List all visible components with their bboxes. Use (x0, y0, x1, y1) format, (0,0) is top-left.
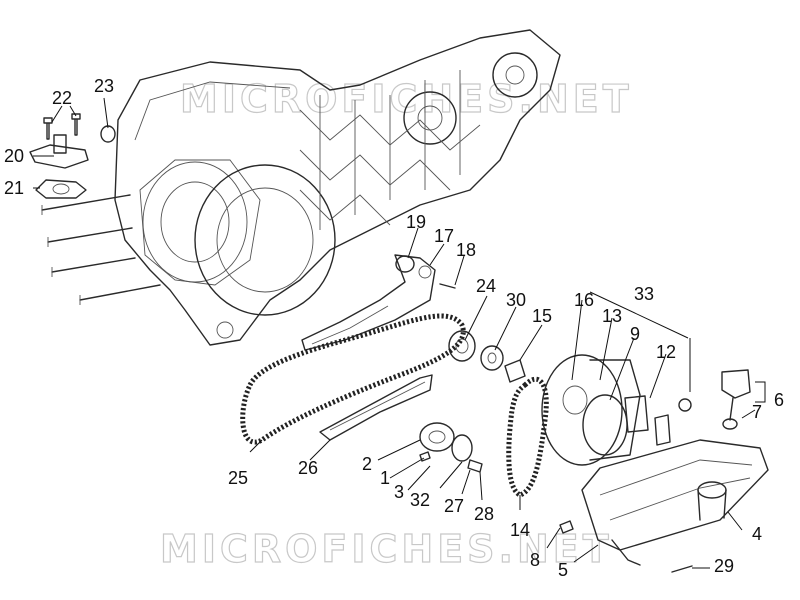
callout-27: 27 (444, 496, 464, 516)
crankcase (41, 29, 561, 346)
oil-filler-cap (721, 369, 751, 430)
callouts: 1 2 3 4 5 6 7 8 9 12 13 14 15 16 17 18 1… (4, 76, 784, 580)
timing-chain (240, 313, 466, 445)
callout-18: 18 (456, 240, 476, 260)
oil-sump-cover (559, 439, 769, 573)
callout-6: 6 (774, 390, 784, 410)
oil-pump-gears (419, 422, 483, 473)
callout-26: 26 (298, 458, 318, 478)
watermark-top: MICROFICHES.NET (180, 77, 633, 121)
callout-21: 21 (4, 178, 24, 198)
callout-22: 22 (52, 88, 72, 108)
tensioner-guide (301, 254, 456, 351)
sprocket-assembly (448, 330, 526, 383)
leader-lines (33, 97, 766, 569)
callout-32: 32 (410, 490, 430, 510)
callout-1: 1 (380, 468, 390, 488)
chain-tensioner-group (29, 113, 116, 199)
callout-16: 16 (574, 290, 594, 310)
callout-25: 25 (228, 468, 248, 488)
callout-15: 15 (532, 306, 552, 326)
callout-33: 33 (634, 284, 654, 304)
callout-5: 5 (558, 560, 568, 580)
callout-12: 12 (656, 342, 676, 362)
callout-8: 8 (530, 550, 540, 570)
oil-pump-chain (506, 376, 549, 498)
callout-28: 28 (474, 504, 494, 524)
callout-17: 17 (434, 226, 454, 246)
callout-13: 13 (602, 306, 622, 326)
callout-19: 19 (406, 212, 426, 232)
callout-24: 24 (476, 276, 496, 296)
callout-23: 23 (94, 76, 114, 96)
callout-7: 7 (752, 402, 762, 422)
callout-14: 14 (510, 520, 530, 540)
watermark-bottom: MICROFICHES.NET (160, 527, 613, 571)
oil-pump-body (541, 354, 692, 466)
callout-30: 30 (506, 290, 526, 310)
callout-20: 20 (4, 146, 24, 166)
callout-9: 9 (630, 324, 640, 344)
chain-guide (319, 374, 433, 441)
callout-3: 3 (394, 482, 404, 502)
callout-29: 29 (714, 556, 734, 576)
callout-4: 4 (752, 524, 762, 544)
callout-2: 2 (362, 454, 372, 474)
